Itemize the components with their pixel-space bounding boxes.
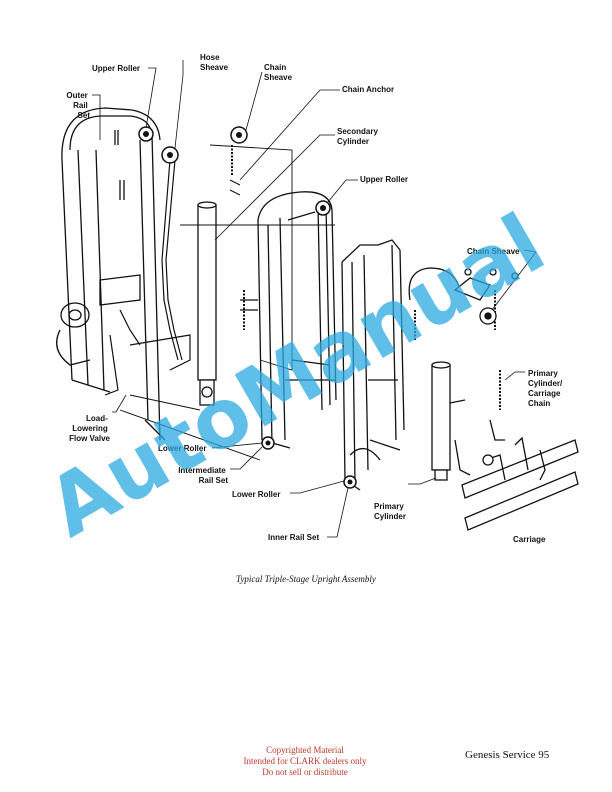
primary-cylinder [408,267,471,481]
page-footer: Genesis Service 95 [465,749,550,761]
label-outer-rail-set: Outer Rail Set [66,91,90,120]
label-upper-roller-2: Upper Roller [360,175,408,184]
label-primary-cylinder: Primary Cylinder [374,502,406,521]
label-chain-sheave-2: Chain Sheave [467,247,520,256]
watermark: AutoManual [32,196,560,556]
figure-caption: Typical Triple-Stage Upright Assembly [236,574,376,584]
secondary-cylinder [197,201,217,406]
outer-rail-set [56,107,166,441]
copyright-line: Copyrighted Material [266,745,344,755]
label-upper-roller-1: Upper Roller [92,64,140,73]
label-lower-roller-2: Lower Roller [232,490,280,499]
secondary-chain [231,145,501,410]
inner-rail-set [341,239,466,491]
label-secondary-cylinder: Secondary Cylinder [337,127,380,146]
copyright-line: Intended for CLARK dealers only [243,756,367,766]
label-chain-anchor: Chain Anchor [342,85,394,94]
intermediate-rail-set [240,191,337,449]
label-primary-cylinder-chain: Primary Cylinder/ Carriage Chain [528,369,564,408]
copyright-notice: Copyrighted Material Intended for CLARK … [230,745,380,778]
carriage [461,419,579,531]
label-lower-roller-1: Lower Roller [158,444,206,453]
label-hose-sheave: Hose Sheave [200,53,229,72]
label-intermediate-rail-set: Intermediate Rail Set [178,466,228,485]
copyright-line: Do not sell or distribute [262,767,348,777]
label-carriage: Carriage [513,535,546,544]
hose-assembly [104,159,191,396]
label-inner-rail-set: Inner Rail Set [268,533,319,542]
label-load-lowering-valve: Load- Lowering Flow Valve [69,414,110,443]
label-chain-sheave-1: Chain Sheave [264,63,293,82]
chain-sheave-right [453,268,519,325]
